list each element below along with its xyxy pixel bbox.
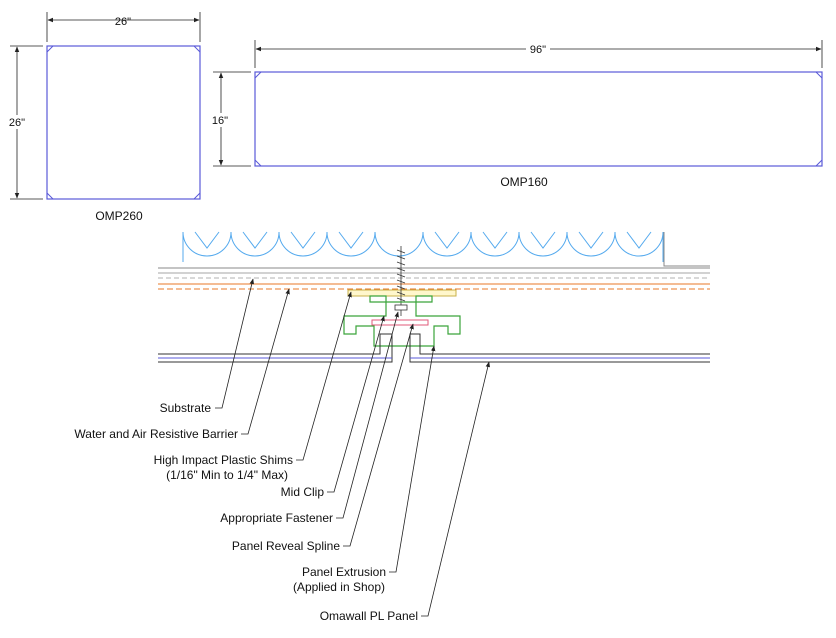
- panel-omp160-height-label: 16": [212, 115, 228, 127]
- panel-omp260: 26" 26" OMP260: [9, 12, 201, 223]
- callout-extrusion-note: (Applied in Shop): [293, 580, 385, 594]
- insulation-layer: [182, 231, 664, 262]
- panel-omp260-outline: [46, 45, 201, 200]
- callout-shims-range: (1/16" Min to 1/4" Max): [166, 468, 288, 482]
- callout-shims: High Impact Plastic Shims: [154, 453, 293, 467]
- callout-panel: Omawall PL Panel: [320, 609, 418, 623]
- callout-extrusion: Panel Extrusion: [302, 565, 386, 579]
- panel-omp160-width-label: 96": [530, 44, 546, 56]
- panel-extrusion-left: [158, 333, 393, 363]
- fastener: [394, 246, 408, 316]
- panel-omp260-height-label: 26": [9, 117, 25, 129]
- callout-spline: Panel Reveal Spline: [232, 539, 340, 553]
- panel-omp160-corners: [254, 71, 823, 167]
- callout-labels: Substrate Water and Air Resistive Barrie…: [74, 401, 418, 623]
- panel-omp260-width-label: 26": [115, 16, 131, 28]
- callout-substrate: Substrate: [160, 401, 212, 415]
- panel-omp260-corners: [46, 45, 201, 200]
- panel-omp160: 96" 16" OMP160: [211, 40, 823, 189]
- panel-extrusion-right: [409, 333, 710, 363]
- callout-barrier: Water and Air Resistive Barrier: [74, 427, 238, 441]
- barrier-layer: [158, 283, 710, 290]
- panel-omp260-name: OMP260: [95, 209, 143, 223]
- plastic-shim: [347, 289, 457, 297]
- callout-fastener: Appropriate Fastener: [220, 511, 333, 525]
- panel-omp160-name: OMP160: [500, 175, 548, 189]
- leader-lines: [215, 278, 491, 617]
- panel-reveal-spline: [371, 319, 429, 326]
- callout-mid-clip: Mid Clip: [281, 485, 325, 499]
- substrate-layer: [158, 232, 710, 279]
- panel-omp160-outline: [254, 71, 823, 167]
- wall-section: [158, 231, 710, 363]
